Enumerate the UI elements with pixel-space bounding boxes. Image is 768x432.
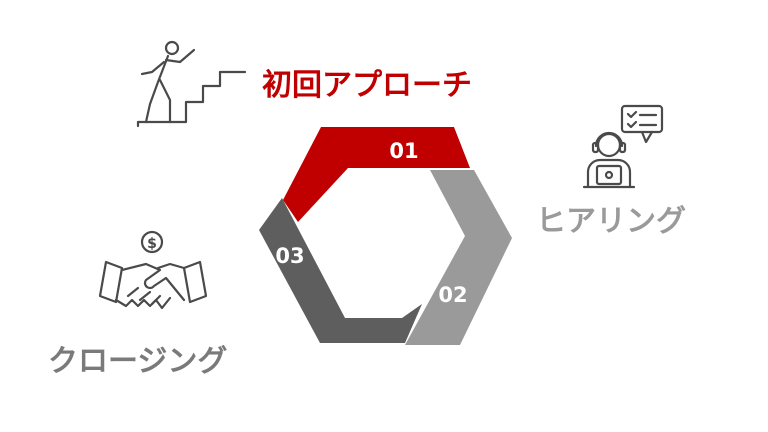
segment-number-01: 01: [389, 139, 418, 163]
segment-02: [405, 170, 512, 345]
segment-number-02: 02: [438, 283, 467, 307]
stairs-climbing-person-icon: [136, 40, 247, 128]
handshake-dollar-icon: $: [98, 230, 208, 310]
step-label-hearing: ヒアリング: [536, 204, 686, 239]
headset-operator-laptop-icon: [582, 104, 664, 189]
segment-03: [259, 198, 422, 343]
svg-text:$: $: [147, 236, 157, 252]
segment-number-03: 03: [275, 244, 304, 268]
step-label-initial-approach: 初回アプローチ: [262, 68, 472, 103]
step-label-closing: クロージング: [48, 344, 228, 379]
segment-01: [283, 127, 470, 222]
